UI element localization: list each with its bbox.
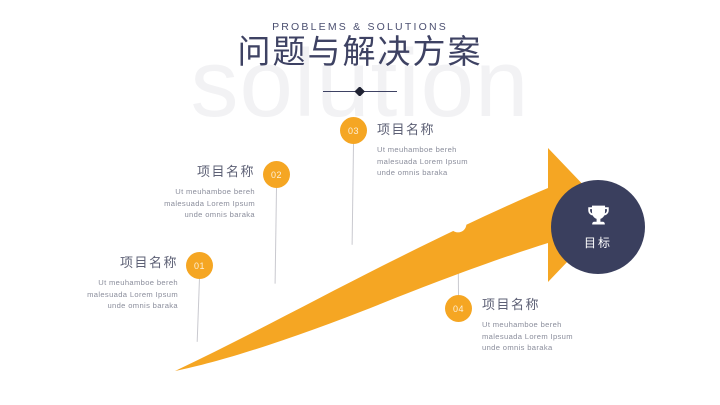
goal-badge[interactable]: 目标 [551,180,645,274]
marker-01[interactable]: 01 [186,252,213,279]
slide-kicker: PROBLEMS & SOLUTIONS [272,21,448,33]
marker-02[interactable]: 02 [263,161,290,188]
trophy-icon [587,205,609,225]
title-divider [323,87,397,96]
waypoint-dots [191,215,467,353]
watermark-text: solution [190,30,530,137]
item-title: 项目名称 [482,297,541,312]
marker-03[interactable]: 03 [340,117,367,144]
arrow-shape [175,148,612,371]
marker-04[interactable]: 04 [445,295,472,322]
item-title: 项目名称 [119,255,178,270]
item-title: 项目名称 [377,122,436,137]
goal-label: 目标 [583,236,612,250]
item-title: 项目名称 [196,164,255,179]
page-title: 问题与解决方案 [237,33,483,70]
